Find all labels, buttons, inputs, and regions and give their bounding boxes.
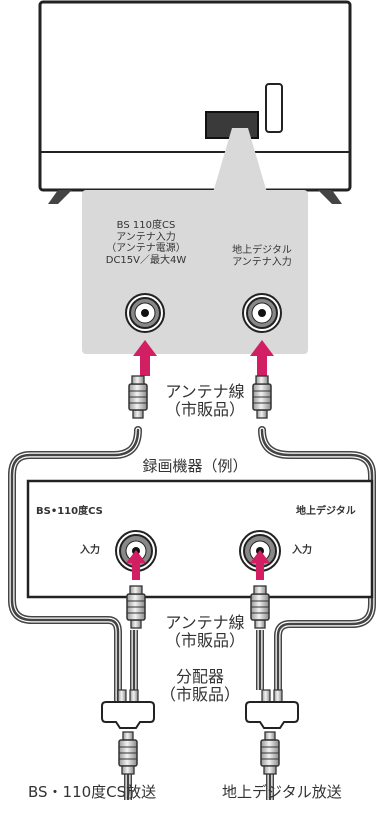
- recorder-right-name: 地上デジタル: [296, 506, 356, 517]
- bottom-label-left: BS・110度CS放送: [28, 783, 157, 801]
- splitter-right: [245, 689, 299, 729]
- recorder-right-input: 入力: [292, 545, 312, 556]
- arrows-upper: [133, 340, 274, 376]
- cable-label-upper: アンテナ線 （市販品）: [150, 382, 260, 420]
- arrows-lower: [126, 550, 270, 580]
- panel-left-line-2: アンテナ入力: [116, 231, 176, 243]
- splitter-left: [101, 689, 155, 729]
- panel-right-line-1: 地上デジタル: [232, 245, 292, 256]
- panel-right-label: 地上デジタル アンテナ入力: [214, 245, 310, 268]
- plug-bottom-right: [260, 731, 280, 775]
- cable-label-lower: アンテナ線 （市販品）: [150, 613, 260, 651]
- panel-left-line-3: （アンテナ電源）: [106, 243, 186, 254]
- tv: [38, 0, 352, 204]
- panel-left-line-4: DC15V／最大4W: [105, 254, 187, 266]
- recorder-box: [26, 479, 374, 599]
- panel-right-line-2: アンテナ入力: [232, 256, 292, 268]
- cable-lower-line-1: アンテナ線: [165, 613, 245, 632]
- plug-bottom-left: [118, 731, 138, 775]
- cable-upper-line-1: アンテナ線: [165, 382, 245, 401]
- splitter-label: 分配器 （市販品）: [150, 667, 250, 705]
- splitter-line-2: （市販品）: [159, 685, 240, 705]
- tv-stand-right: [318, 190, 342, 204]
- callout-pointer: [212, 128, 268, 196]
- panel-left-line-1: BS 110度CS: [116, 220, 176, 231]
- tv-terminal-cover: [265, 83, 283, 133]
- bottom-label-right: 地上デジタル放送: [222, 783, 342, 801]
- plug-recorder-left: [127, 586, 145, 628]
- cable-upper-line-2: （市販品）: [164, 400, 245, 420]
- splitter-line-1: 分配器: [175, 667, 224, 686]
- cable-lower-line-2: （市販品）: [164, 631, 245, 651]
- panel-left-label: BS 110度CS アンテナ入力 （アンテナ電源） DC15V／最大4W: [94, 220, 198, 266]
- plug-upper-left: [129, 376, 147, 418]
- panel-socket-left: [125, 293, 165, 333]
- terminal-panel: [82, 190, 308, 354]
- recorder-title: 録画機器（例）: [142, 457, 248, 475]
- recorder-left-input: 入力: [80, 545, 100, 556]
- panel-socket-right: [242, 293, 282, 333]
- recorder-left-name: BS•110度CS: [36, 506, 103, 517]
- tv-stand-left: [48, 190, 72, 204]
